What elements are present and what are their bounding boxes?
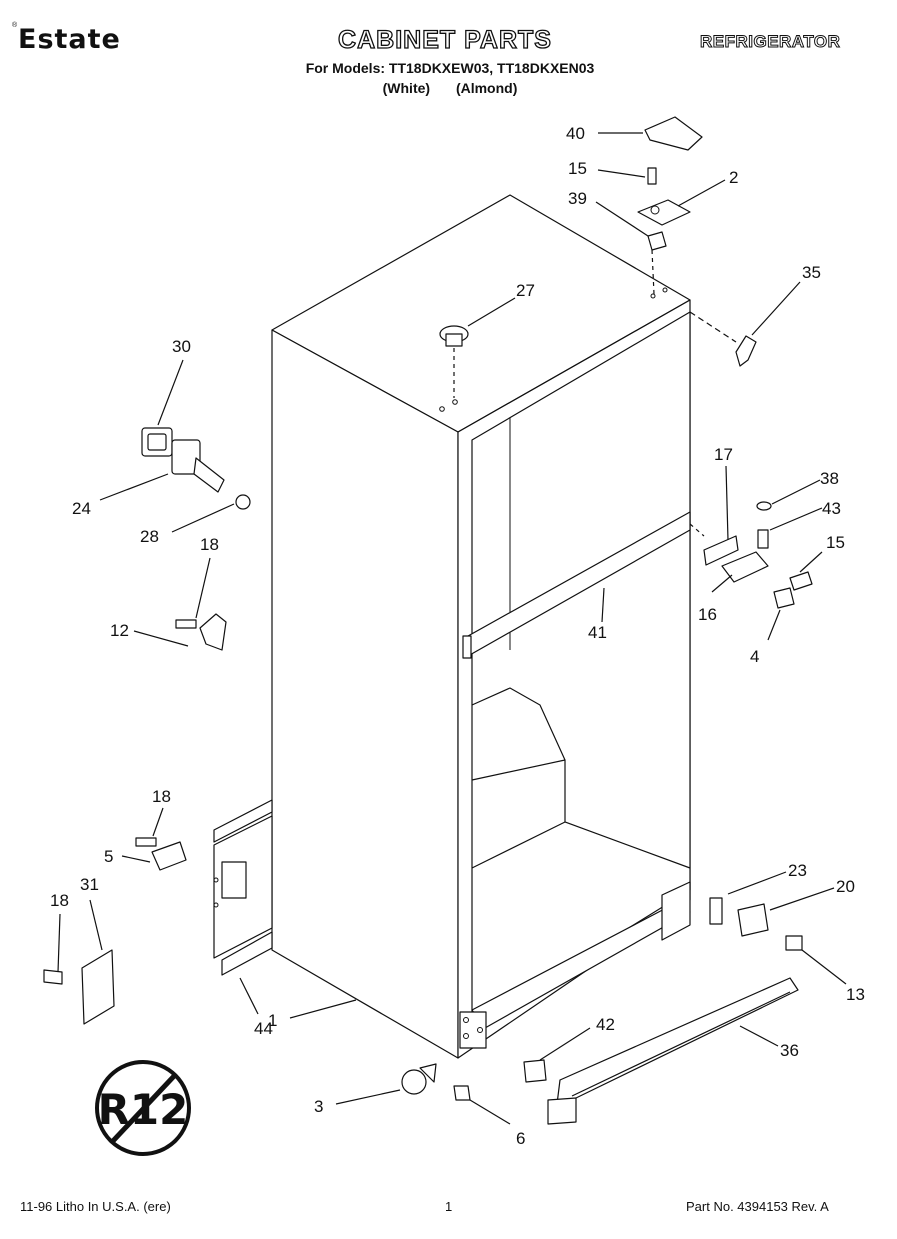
callout-18-upper: 18 [200,535,219,554]
plug-part-27 [439,325,469,398]
callout-18-lower: 18 [50,891,69,910]
callout-20: 20 [836,877,855,896]
page-title: CABINET PARTS [337,25,552,54]
cabinet-side [271,329,459,1059]
callout-35: 35 [802,263,821,282]
callout-3: 3 [314,1097,323,1116]
callout-17: 17 [714,445,733,464]
callout-42: 42 [596,1015,615,1034]
callout-5: 5 [104,847,113,866]
callout-41: 41 [588,623,607,642]
callout-30: 30 [172,337,191,356]
brand-registered-mark: ® [12,22,18,29]
no-r12-symbol: R12 [95,1060,191,1156]
cabinet [271,194,691,1059]
callout-12: 12 [110,621,129,640]
colors-line: (White) (Almond) [382,80,518,96]
bracket-part-5 [135,837,187,871]
callout-28: 28 [140,527,159,546]
toe-grille-clip-part-12 [175,613,227,651]
models-line: For Models: TT18DKXEW03, TT18DKXEN03 [305,60,595,76]
leader-lines [57,132,847,1125]
callout-6: 6 [516,1129,525,1148]
leveling-bracket-part-30-24 [141,427,251,510]
callout-1: 1 [268,1011,277,1030]
screw-part-6 [453,1085,471,1101]
callout-15-right: 15 [826,533,845,552]
callout-40: 40 [566,124,585,143]
callout-2: 2 [729,168,738,187]
callout-18-mid: 18 [152,787,171,806]
callout-24: 24 [72,499,91,518]
callout-13: 13 [846,985,865,1004]
callout-27: 27 [516,281,535,300]
bottom-hinge-parts [709,897,803,951]
roller-part-3 [401,1063,437,1095]
hinge-pin-part-35 [689,311,757,367]
hinge-cover-part-40 [644,116,703,151]
middle-hinge-parts [689,501,813,609]
callout-23: 23 [788,861,807,880]
cover-part-31 [43,949,115,1025]
callout-38: 38 [820,469,839,488]
footer-page-number: 1 [445,1199,453,1214]
callout-15-top: 15 [568,159,587,178]
callout-43: 43 [822,499,841,518]
callout-39: 39 [568,189,587,208]
callout-labels: 40 15 2 39 35 27 30 24 28 18 12 17 38 43… [50,124,865,1148]
side-bracket-assembly [213,799,273,976]
callout-16: 16 [698,605,717,624]
callout-4: 4 [750,647,759,666]
footer-litho: 11-96 Litho In U.S.A. (ere) [20,1199,171,1214]
callout-36: 36 [780,1041,799,1060]
footer-part-number: Part No. 4394153 Rev. A [686,1199,829,1214]
toe-grille-part-36 [547,977,799,1125]
brand-logo: Estate [18,24,121,55]
product-category: REFRIGERATOR [699,32,841,52]
callout-31: 31 [80,875,99,894]
roller-part-42 [523,1059,547,1083]
top-hinge-part-2 [637,167,691,295]
callout-44: 44 [254,1019,273,1038]
